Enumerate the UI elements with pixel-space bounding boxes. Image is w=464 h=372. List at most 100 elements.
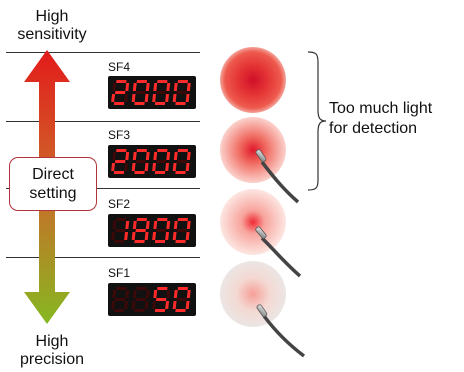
led-segment: [145, 152, 150, 160]
led-digit: [131, 287, 150, 312]
led-segment: [111, 301, 116, 309]
led-segment: [185, 163, 190, 171]
led-digit: [172, 218, 191, 243]
led-segment: [124, 301, 129, 309]
row-divider: [6, 257, 200, 258]
direct-setting-box: Direct setting: [9, 157, 97, 211]
right-brace: [307, 51, 327, 191]
led-segment: [154, 102, 166, 105]
led-segment: [145, 290, 150, 298]
sf4-display: [108, 76, 196, 109]
note-line1: Too much light: [329, 100, 433, 117]
led-segment: [134, 309, 145, 312]
spot-sf2: [220, 189, 286, 255]
led-segment: [116, 218, 127, 221]
led-segment: [165, 94, 170, 102]
direct-setting-line2: setting: [29, 185, 77, 202]
led-segment: [144, 163, 149, 171]
led-segment: [113, 309, 125, 312]
led-segment: [111, 232, 116, 240]
light-spots-illustration: [220, 47, 306, 358]
sf3-display: [108, 145, 196, 178]
led-segment: [136, 149, 147, 152]
high-sensitivity-line1: High: [35, 8, 69, 25]
led-digit: [131, 80, 150, 105]
led-segment: [125, 152, 130, 160]
led-segment: [136, 287, 147, 290]
row-divider: [6, 188, 200, 189]
led-segment: [144, 232, 149, 240]
led-segment: [125, 83, 130, 91]
led-segment: [185, 301, 190, 309]
led-segment: [145, 83, 150, 91]
led-segment: [153, 83, 158, 91]
led-segment: [157, 149, 168, 152]
led-segment: [156, 298, 167, 301]
led-segment: [152, 232, 157, 240]
led-segment: [173, 152, 178, 160]
led-segment: [124, 163, 129, 171]
led-segment: [165, 163, 170, 171]
led-segment: [176, 229, 187, 232]
row-divider: [6, 52, 200, 53]
led-segment: [135, 298, 146, 301]
led-segment: [186, 290, 191, 298]
led-segment: [132, 83, 137, 91]
led-segment: [186, 221, 191, 229]
led-segment: [172, 163, 177, 171]
led-digit: [152, 218, 171, 243]
led-segment: [157, 218, 168, 221]
led-segment: [173, 221, 178, 229]
led-segment: [166, 83, 171, 91]
led-segment: [185, 232, 190, 240]
led-segment: [134, 240, 145, 243]
led-segment: [153, 290, 158, 298]
led-segment: [152, 163, 157, 171]
led-segment: [111, 94, 116, 102]
probe-sf3: [255, 149, 300, 204]
led-segment: [125, 221, 130, 229]
led-segment: [132, 290, 137, 298]
led-segment: [144, 301, 149, 309]
led-segment: [131, 94, 136, 102]
led-segment: [175, 102, 186, 105]
led-digit: [172, 80, 191, 105]
led-segment: [186, 152, 191, 160]
led-segment: [176, 298, 187, 301]
led-segment: [135, 91, 146, 94]
led-segment: [112, 290, 117, 298]
led-segment: [153, 221, 158, 229]
led-segment: [135, 229, 146, 232]
led-digit: [152, 80, 171, 105]
led-segment: [177, 149, 188, 152]
sf3-label: SF3: [108, 128, 131, 142]
led-segment: [113, 102, 125, 105]
led-segment: [175, 171, 186, 174]
spot-sf3: [220, 117, 286, 183]
led-segment: [153, 152, 158, 160]
led-segment: [154, 171, 166, 174]
led-segment: [131, 232, 136, 240]
too-much-light-note: Too much light for detection: [329, 99, 432, 139]
led-digit: [111, 149, 130, 174]
row-divider: [6, 121, 200, 122]
led-segment: [144, 94, 149, 102]
direct-setting-line1: Direct: [32, 166, 74, 183]
led-segment: [116, 149, 127, 152]
high-precision-label: High precision: [0, 333, 104, 369]
led-segment: [115, 160, 126, 163]
led-segment: [134, 171, 145, 174]
led-segment: [134, 102, 145, 105]
led-segment: [115, 229, 126, 232]
led-segment: [166, 221, 171, 229]
led-segment: [175, 309, 186, 312]
led-segment: [166, 152, 171, 160]
led-segment: [154, 240, 166, 243]
led-segment: [185, 94, 190, 102]
led-segment: [157, 80, 168, 83]
led-digit: [172, 287, 191, 312]
led-segment: [124, 232, 129, 240]
led-segment: [152, 94, 157, 102]
led-segment: [156, 160, 167, 163]
led-segment: [131, 163, 136, 171]
